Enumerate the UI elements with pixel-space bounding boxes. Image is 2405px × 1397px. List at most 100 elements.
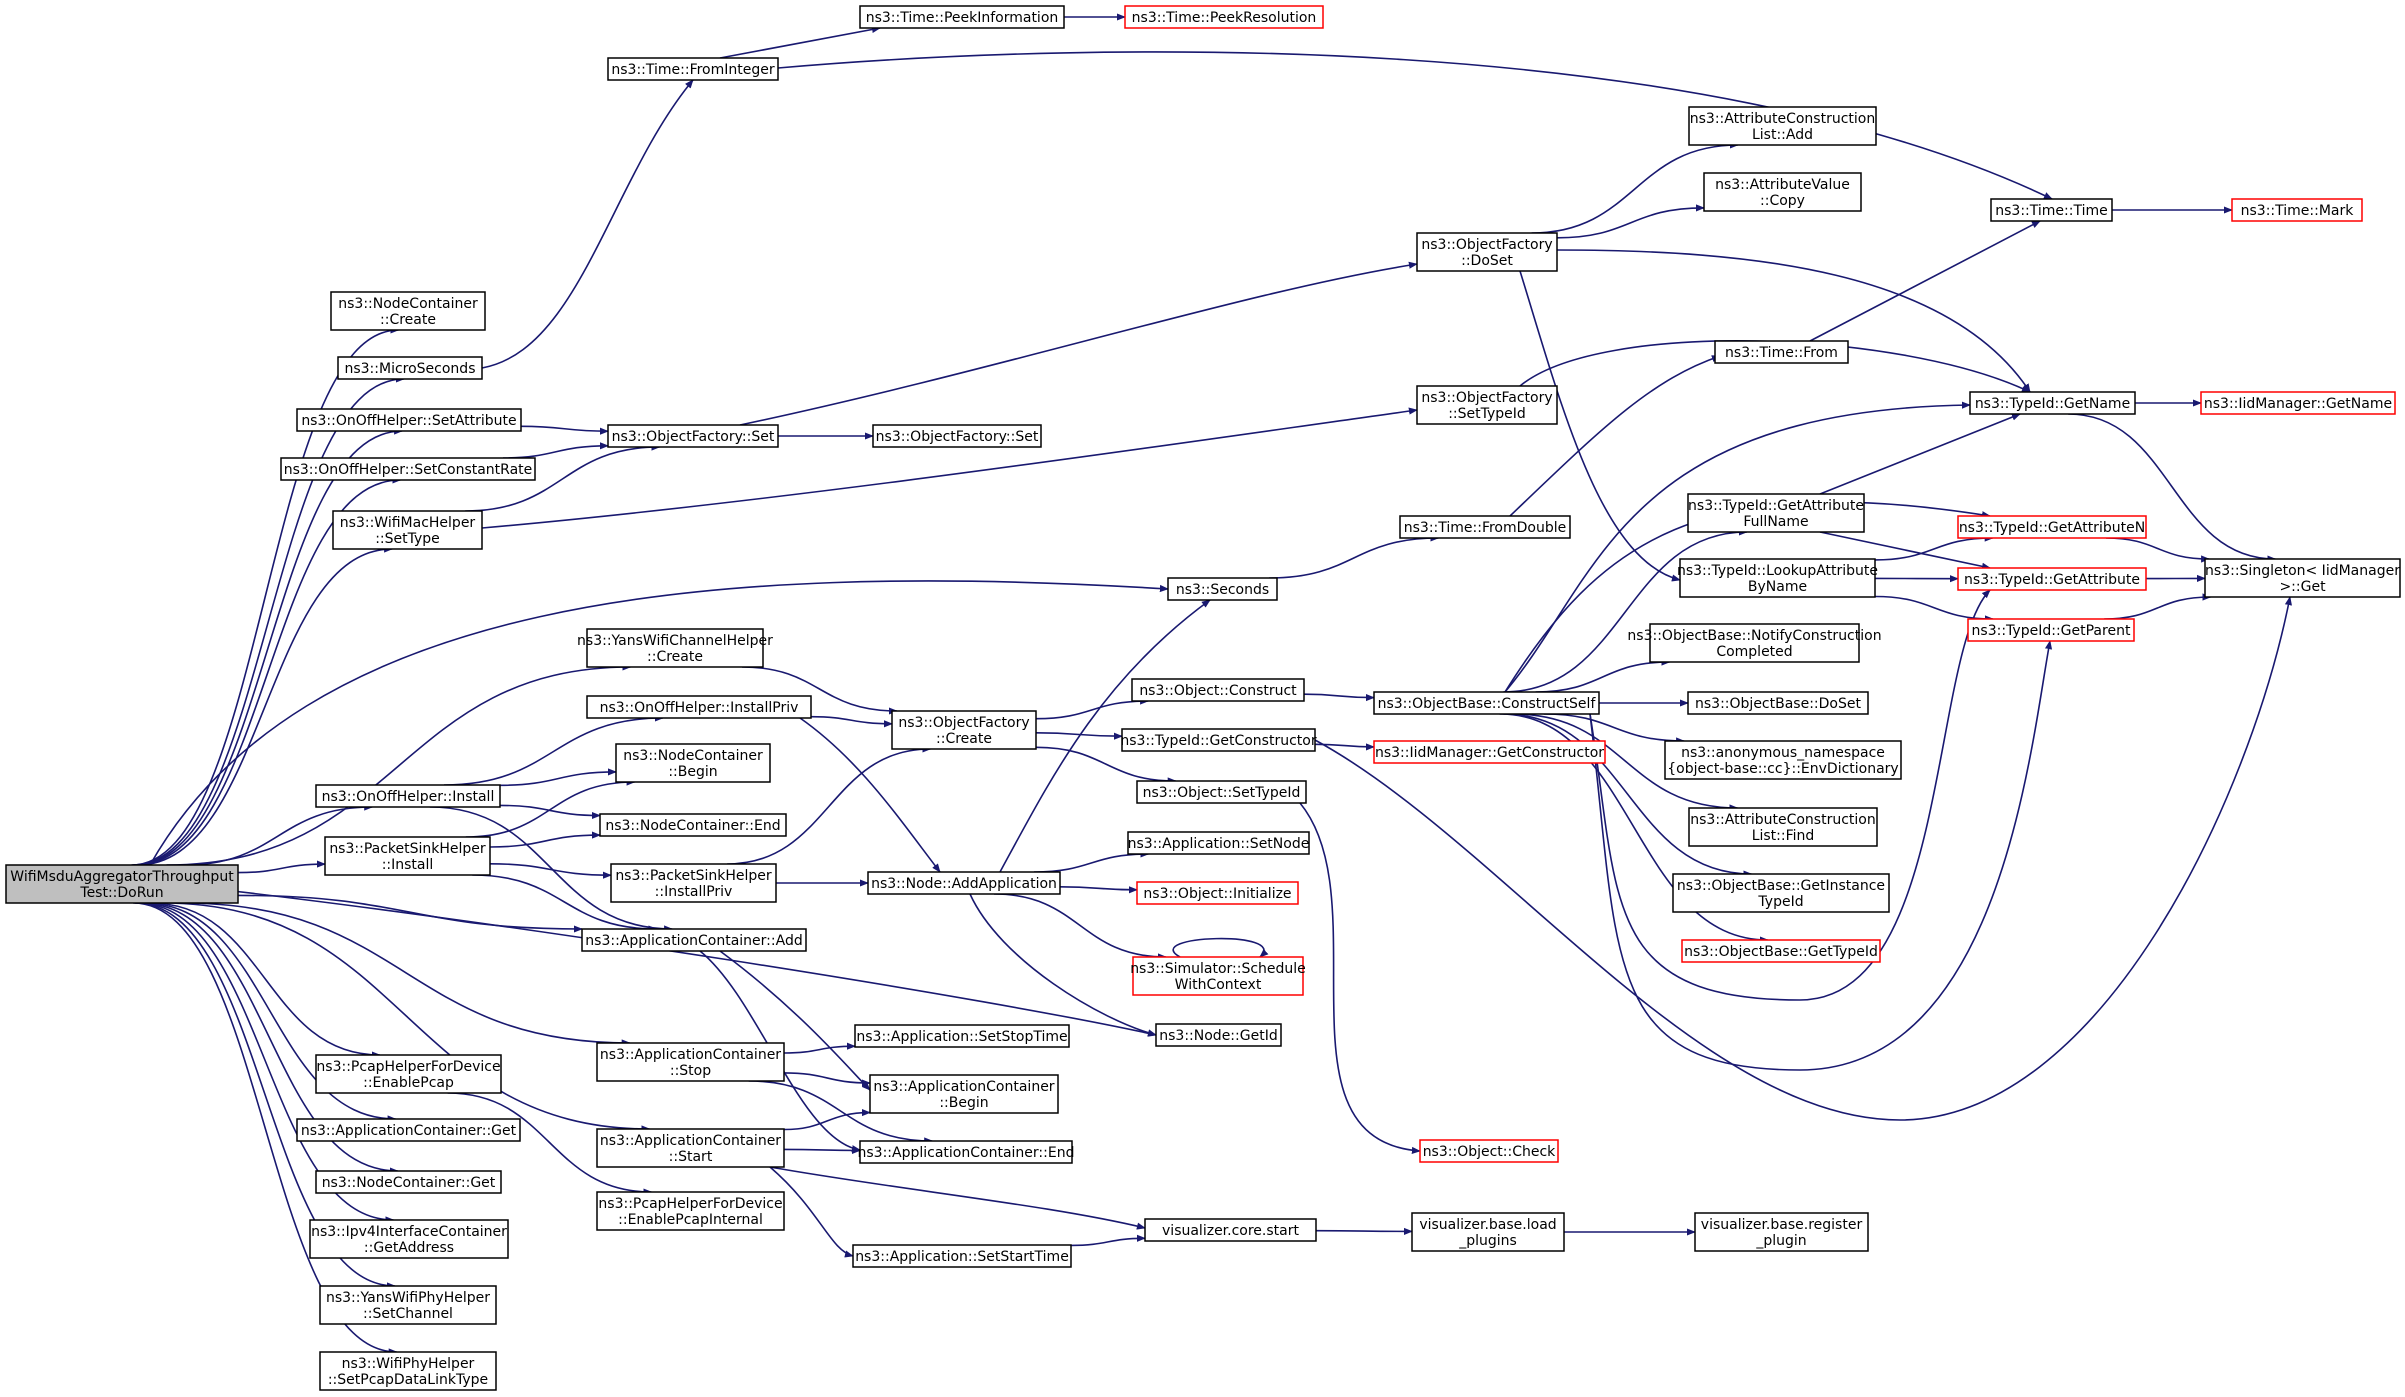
function-node-psink-installpriv[interactable]: ns3::PacketSinkHelper::InstallPriv: [610, 863, 777, 903]
function-node-time-peekres[interactable]: ns3::Time::PeekResolution: [1124, 5, 1324, 29]
function-node-vis-start[interactable]: visualizer.core.start: [1144, 1218, 1317, 1242]
function-node-obj-init[interactable]: ns3::Object::Initialize: [1136, 881, 1299, 905]
function-node-vis-load[interactable]: visualizer.base.load_plugins: [1411, 1212, 1565, 1252]
node-label: TypeId: [1757, 894, 1803, 910]
call-edge-onoff_installpriv-to-node_addapp: [799, 717, 941, 873]
function-node-tid-getctor[interactable]: ns3::TypeId::GetConstructor: [1120, 728, 1317, 752]
function-node-seconds[interactable]: ns3::Seconds: [1167, 577, 1278, 601]
call-edge-vis_start-to-vis_load: [1315, 1227, 1413, 1235]
node-box: [315, 1054, 502, 1094]
function-node-time-mark[interactable]: ns3::Time::Mark: [2231, 198, 2363, 222]
function-node-obj-construct[interactable]: ns3::Object::Construct: [1131, 678, 1305, 702]
node-label: ns3::NodeContainer::End: [605, 818, 780, 834]
node-box: [1969, 391, 2136, 415]
function-node-app-setstop[interactable]: ns3::Application::SetStopTime: [854, 1024, 1070, 1048]
node-box: [1136, 780, 1307, 804]
node-box: [869, 1074, 1059, 1114]
function-node-ob-doset[interactable]: ns3::ObjectBase::DoSet: [1687, 691, 1869, 715]
function-node-nc-end[interactable]: ns3::NodeContainer::End: [599, 813, 787, 837]
node-box: [1121, 728, 1316, 752]
function-node-node-getid[interactable]: ns3::Node::GetId: [1155, 1023, 1282, 1047]
function-node-av-copy[interactable]: ns3::AttributeValue::Copy: [1703, 172, 1862, 212]
function-node-time-from[interactable]: ns3::Time::From: [1714, 340, 1849, 364]
function-node-yans-chan-create[interactable]: ns3::YansWifiChannelHelper::Create: [577, 628, 773, 668]
function-node-of-settypeid[interactable]: ns3::ObjectFactory::SetTypeId: [1416, 385, 1558, 425]
function-node-pcap-internal[interactable]: ns3::PcapHelperForDevice::EnablePcapInte…: [596, 1191, 785, 1231]
function-node-node-addapp[interactable]: ns3::Node::AddApplication: [867, 871, 1061, 895]
function-node-time-peekinfo[interactable]: ns3::Time::PeekInformation: [859, 5, 1065, 29]
function-node-appc-begin[interactable]: ns3::ApplicationContainer::Begin: [869, 1074, 1059, 1114]
function-node-onoff-installpriv[interactable]: ns3::OnOffHelper::InstallPriv: [586, 695, 812, 719]
call-edge-root-to-seconds: [149, 580, 1169, 866]
node-box: [315, 784, 501, 808]
function-node-yans-phy-setchan[interactable]: ns3::YansWifiPhyHelper::SetChannel: [319, 1285, 497, 1325]
function-node-app-setstart[interactable]: ns3::Application::SetStartTime: [852, 1244, 1072, 1268]
function-node-appc-start[interactable]: ns3::ApplicationContainer::Start: [596, 1128, 785, 1168]
function-node-wifimac-settype[interactable]: ns3::WifiMacHelper::SetType: [332, 510, 483, 550]
function-node-ob-gettypeid[interactable]: ns3::ObjectBase::GetTypeId: [1681, 939, 1881, 963]
call-edge-ob_constructself-to-tid_getattrfull: [1503, 528, 1748, 693]
function-node-vis-register[interactable]: visualizer.base.register_plugin: [1694, 1212, 1869, 1252]
node-label: ns3::TypeId::GetName: [1975, 396, 2130, 412]
node-label: visualizer.core.start: [1162, 1223, 1299, 1239]
function-node-nc-create[interactable]: ns3::NodeContainer::Create: [330, 291, 486, 331]
function-node-nc-begin[interactable]: ns3::NodeContainer::Begin: [615, 743, 771, 783]
function-node-onoff-setrate[interactable]: ns3::OnOffHelper::SetConstantRate: [280, 457, 536, 481]
function-node-obj-check[interactable]: ns3::Object::Check: [1419, 1139, 1559, 1163]
function-node-time-fromint[interactable]: ns3::Time::FromInteger: [607, 57, 779, 81]
function-node-nc-get[interactable]: ns3::NodeContainer::Get: [315, 1170, 502, 1194]
function-node-tid-getparent[interactable]: ns3::TypeId::GetParent: [1967, 618, 2135, 642]
function-node-psink-install[interactable]: ns3::PacketSinkHelper::Install: [324, 836, 491, 876]
function-node-ob-notify[interactable]: ns3::ObjectBase::NotifyConstructionCompl…: [1627, 623, 1882, 663]
node-box: [324, 836, 491, 876]
node-box: [1373, 740, 1606, 764]
function-node-of-set[interactable]: ns3::ObjectFactory::Set: [607, 424, 779, 448]
function-node-time-fromdouble[interactable]: ns3::Time::FromDouble: [1399, 515, 1571, 539]
node-label: ns3::ApplicationContainer::Get: [301, 1123, 517, 1139]
function-node-iid-getctor[interactable]: ns3::IidManager::GetConstructor: [1373, 740, 1606, 764]
function-node-of-set2[interactable]: ns3::ObjectFactory::Set: [872, 424, 1042, 448]
call-edge-root-to-onoff_setrate: [135, 476, 402, 866]
function-node-appc-stop[interactable]: ns3::ApplicationContainer::Stop: [596, 1042, 785, 1082]
function-node-tid-getattr[interactable]: ns3::TypeId::GetAttribute: [1957, 567, 2147, 591]
call-edge-ob_constructself-to-tid_getattrn: [1504, 501, 1991, 693]
function-node-of-create[interactable]: ns3::ObjectFactory::Create: [891, 710, 1037, 750]
call-edge-root-to-wifimac_settype: [137, 545, 394, 866]
function-node-tid-getattrn[interactable]: ns3::TypeId::GetAttributeN: [1957, 515, 2147, 539]
function-node-ipv4-getaddr[interactable]: ns3::Ipv4InterfaceContainer::GetAddress: [309, 1219, 509, 1259]
function-node-appc-add[interactable]: ns3::ApplicationContainer::Add: [581, 928, 807, 952]
function-node-time-time[interactable]: ns3::Time::Time: [1990, 198, 2113, 222]
function-node-micro[interactable]: ns3::MicroSeconds: [337, 356, 483, 380]
function-node-tid-getname[interactable]: ns3::TypeId::GetName: [1969, 391, 2136, 415]
node-box: [1131, 678, 1305, 702]
function-node-singleton-get[interactable]: ns3::Singleton< IidManager>::Get: [2204, 558, 2401, 598]
function-node-anon-envdict[interactable]: ns3::anonymous_namespace{object-base::cc…: [1664, 740, 1902, 780]
function-node-iid-getname[interactable]: ns3::IidManager::GetName: [2200, 391, 2396, 415]
function-node-onoff-install[interactable]: ns3::OnOffHelper::Install: [315, 784, 501, 808]
call-edge-tid_lookupattr-to-tid_getattrn: [1874, 534, 1994, 561]
node-label: ns3::PacketSinkHelper: [329, 841, 486, 857]
call-edge-root-to-psink_install: [237, 860, 326, 874]
function-node-appc-end[interactable]: ns3::ApplicationContainer::End: [858, 1140, 1075, 1164]
function-node-of-doset[interactable]: ns3::ObjectFactory::DoSet: [1416, 232, 1558, 272]
node-box: [1967, 618, 2135, 642]
function-node-wifiphy-setpcap[interactable]: ns3::WifiPhyHelper::SetPcapDataLinkType: [319, 1351, 497, 1391]
function-node-pcap-enable[interactable]: ns3::PcapHelperForDevice::EnablePcap: [315, 1054, 502, 1094]
function-node-ob-constructself[interactable]: ns3::ObjectBase::ConstructSelf: [1373, 691, 1600, 715]
node-label: ns3::MicroSeconds: [344, 361, 475, 377]
function-node-obj-settypeid[interactable]: ns3::Object::SetTypeId: [1136, 780, 1307, 804]
call-edge-tid_lookupattr-to-tid_getparent: [1874, 595, 1994, 623]
function-node-onoff-setattr[interactable]: ns3::OnOffHelper::SetAttribute: [296, 408, 522, 432]
call-edge-time_fromint-to-time_time: [777, 51, 2053, 200]
function-node-appc-get[interactable]: ns3::ApplicationContainer::Get: [296, 1118, 521, 1142]
node-box: [1155, 1023, 1282, 1047]
function-node-app-setnode[interactable]: ns3::Application::SetNode: [1127, 831, 1310, 855]
node-label: ns3::ObjectFactory: [898, 715, 1029, 731]
